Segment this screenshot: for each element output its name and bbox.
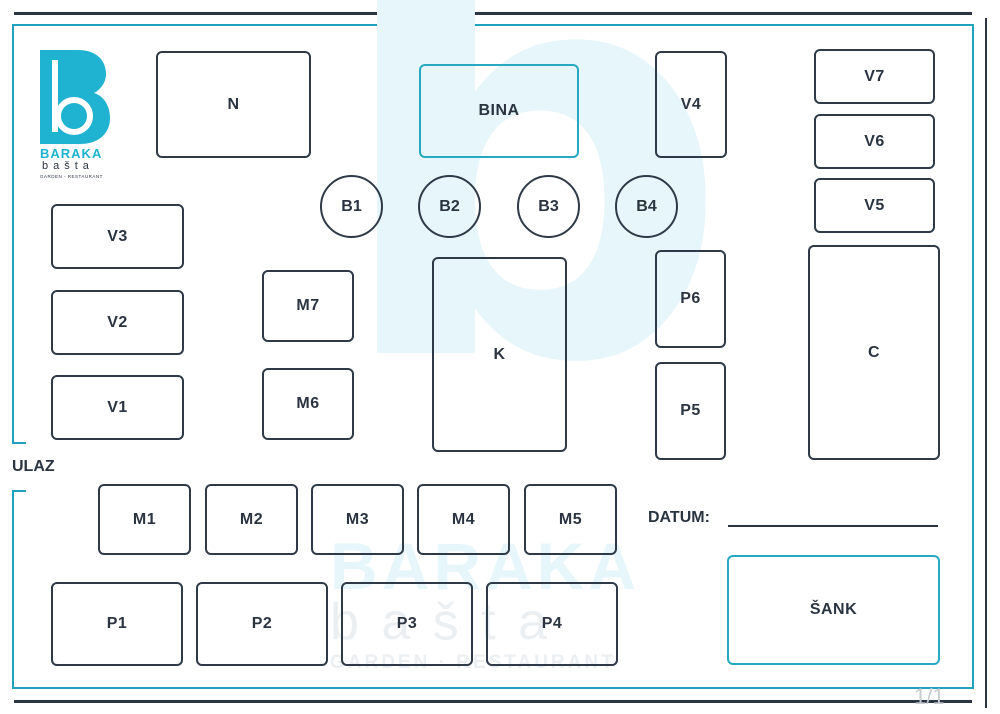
logo-brand: BARAKA xyxy=(40,146,103,161)
table-P2[interactable]: P2 xyxy=(196,582,328,666)
table-K[interactable]: K xyxy=(432,257,567,452)
entrance-label: ULAZ xyxy=(12,458,55,475)
watermark-sub: b a š t a xyxy=(330,593,551,651)
table-P5[interactable]: P5 xyxy=(655,362,726,460)
table-V3[interactable]: V3 xyxy=(51,204,184,269)
bottom-border-line xyxy=(14,700,972,703)
table-N[interactable]: N xyxy=(156,51,311,158)
table-P4[interactable]: P4 xyxy=(486,582,618,666)
logo-sub: bašta xyxy=(42,160,94,172)
table-P3[interactable]: P3 xyxy=(341,582,473,666)
table-M3[interactable]: M3 xyxy=(311,484,404,555)
table-P1[interactable]: P1 xyxy=(51,582,183,666)
table-V2[interactable]: V2 xyxy=(51,290,184,355)
table-C[interactable]: C xyxy=(808,245,940,460)
frame-left-upper xyxy=(12,24,14,444)
logo-tagline: GARDEN - RESTAURANT xyxy=(40,174,103,179)
logo-b-icon xyxy=(40,50,110,144)
table-P6[interactable]: P6 xyxy=(655,250,726,348)
table-M6[interactable]: M6 xyxy=(262,368,354,440)
table-V4[interactable]: V4 xyxy=(655,51,727,158)
table-V6[interactable]: V6 xyxy=(814,114,935,169)
table-V7[interactable]: V7 xyxy=(814,49,935,104)
stage-bina[interactable]: BINA xyxy=(419,64,579,158)
top-border-line xyxy=(14,12,972,15)
round-table-B3[interactable]: B3 xyxy=(517,175,580,238)
frame-left-lower xyxy=(12,490,14,689)
right-border-line xyxy=(985,18,987,708)
round-table-B2[interactable]: B2 xyxy=(418,175,481,238)
logo: BARAKA bašta GARDEN - RESTAURANT xyxy=(36,46,116,186)
table-M5[interactable]: M5 xyxy=(524,484,617,555)
frame-left-upper-tick xyxy=(12,442,26,444)
frame-left-lower-tick xyxy=(12,490,26,492)
page-indicator: 1/1 xyxy=(914,684,945,709)
round-table-B4[interactable]: B4 xyxy=(615,175,678,238)
table-M1[interactable]: M1 xyxy=(98,484,191,555)
watermark-brand: BARAKA xyxy=(330,529,640,603)
table-M7[interactable]: M7 xyxy=(262,270,354,342)
frame-right xyxy=(972,24,974,689)
table-V1[interactable]: V1 xyxy=(51,375,184,440)
table-M2[interactable]: M2 xyxy=(205,484,298,555)
date-input-line[interactable] xyxy=(728,525,938,527)
frame-top xyxy=(12,24,974,26)
table-V5[interactable]: V5 xyxy=(814,178,935,233)
round-table-B1[interactable]: B1 xyxy=(320,175,383,238)
table-M4[interactable]: M4 xyxy=(417,484,510,555)
bar-sank[interactable]: ŠANK xyxy=(727,555,940,665)
frame-bottom xyxy=(12,687,974,689)
date-label: DATUM: xyxy=(648,509,710,526)
